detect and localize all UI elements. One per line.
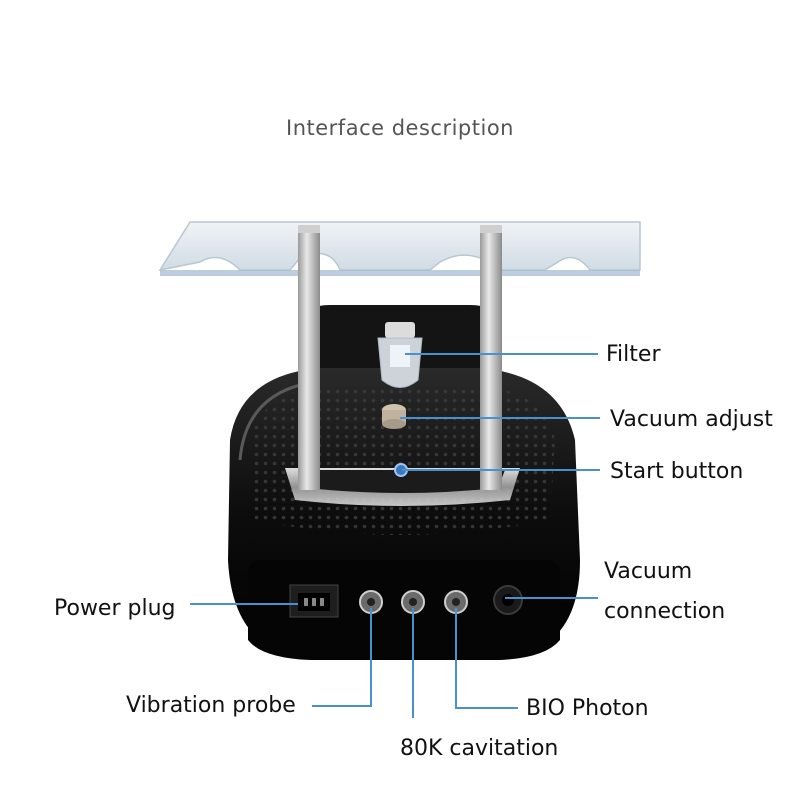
label-bio-photon: BIO Photon: [526, 696, 649, 721]
label-vacuum-adjust: Vacuum adjust: [610, 407, 773, 432]
left-pole: [298, 228, 320, 490]
label-vacuum-connection-line2: connection: [604, 599, 726, 624]
label-power-plug: Power plug: [54, 596, 176, 621]
power-plug-socket: [289, 584, 339, 618]
label-filter: Filter: [606, 342, 661, 367]
label-vacuum-connection-line1: Vacuum: [604, 559, 693, 584]
right-pole: [480, 228, 502, 490]
bio-photon-port: [444, 590, 468, 614]
page-title: Interface description: [286, 116, 514, 140]
filter-component: [377, 322, 423, 388]
label-cavitation: 80K cavitation: [400, 736, 559, 761]
vacuum-connection-port: [493, 585, 523, 615]
vibration-probe-callout-line: [312, 608, 372, 707]
label-vacuum-connection: Vacuum connection: [604, 552, 784, 632]
callout-lines: [190, 353, 600, 718]
label-vibration-probe: Vibration probe: [126, 693, 296, 718]
bio-photon-callout-line: [455, 608, 518, 709]
label-start-button: Start button: [610, 459, 744, 484]
vacuum-adjust-knob: [382, 404, 406, 429]
acrylic-holder: [158, 221, 641, 272]
